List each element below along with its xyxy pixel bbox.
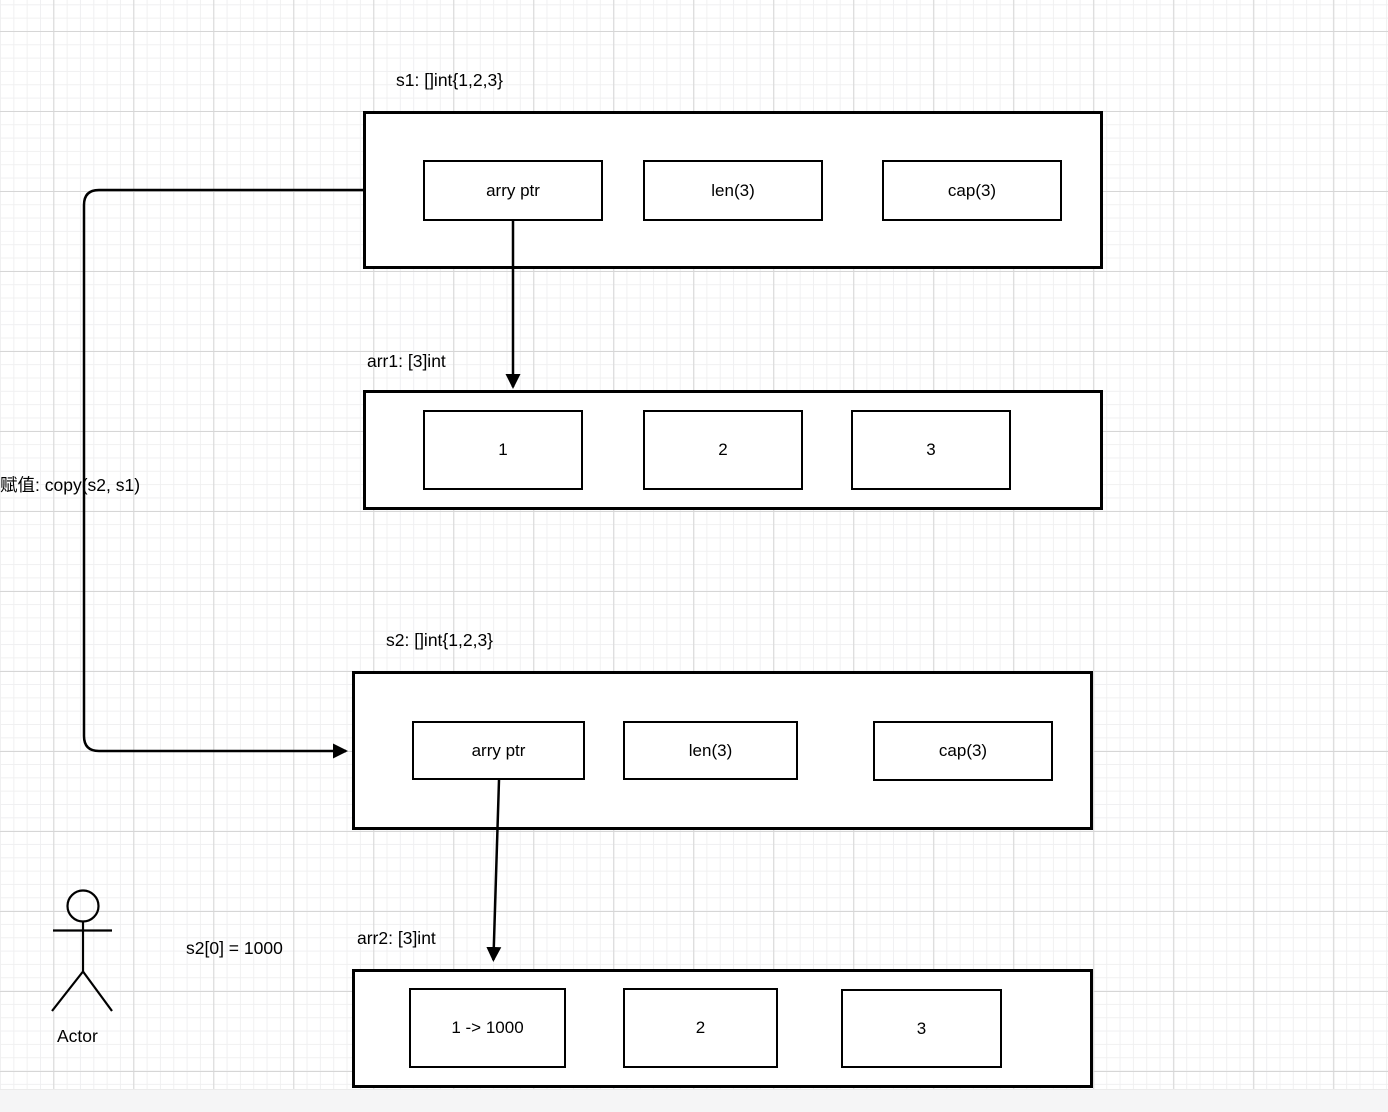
s1-cell-arry-ptr-text: arry ptr: [486, 180, 540, 200]
diagram-canvas[interactable]: s1: []int{1,2,3} arry ptr len(3) cap(3) …: [0, 0, 1388, 1089]
assign-note[interactable]: s2[0] = 1000: [186, 938, 283, 958]
arr2-label[interactable]: arr2: [3]int: [357, 928, 436, 948]
connector-copy-s1-to-s2[interactable]: [82, 188, 363, 759]
arr2-cell-1-text: 2: [695, 1018, 706, 1037]
arr1-cell-0[interactable]: 1: [423, 410, 583, 490]
s1-cell-len[interactable]: len(3): [643, 160, 823, 221]
s2-cell-arry-ptr-text: arry ptr: [471, 740, 526, 760]
s1-cell-cap[interactable]: cap(3): [882, 160, 1062, 221]
s1-label[interactable]: s1: []int{1,2,3}: [396, 70, 504, 90]
arr1-label[interactable]: arr1: [3]int: [367, 351, 446, 371]
s2-cell-len[interactable]: len(3): [623, 721, 798, 780]
copy-call-note[interactable]: 赋值: copy(s2, s1): [0, 475, 141, 495]
canvas-outside-area: [0, 1089, 1388, 1112]
s2-cell-len-text: len(3): [688, 740, 733, 760]
actor-label[interactable]: Actor: [57, 1026, 98, 1046]
arr2-cell-0[interactable]: 1 -> 1000: [409, 988, 566, 1068]
arr2-cell-0-text: 1 -> 1000: [451, 1018, 524, 1037]
s1-cell-len-text: len(3): [711, 180, 755, 200]
s1-cell-arry-ptr[interactable]: arry ptr: [423, 160, 603, 221]
arr1-cell-1-text: 2: [718, 440, 728, 459]
arr1-cell-0-text: 1: [498, 440, 508, 459]
s1-cell-cap-text: cap(3): [947, 180, 997, 200]
actor-figure[interactable]: [51, 889, 113, 1012]
arr1-cell-2-text: 3: [926, 440, 936, 459]
arr2-cell-2[interactable]: 3: [841, 989, 1002, 1068]
arr2-cell-1[interactable]: 2: [623, 988, 778, 1068]
s2-cell-arry-ptr[interactable]: arry ptr: [412, 721, 585, 780]
arr1-cell-1[interactable]: 2: [643, 410, 803, 490]
arr1-cell-2[interactable]: 3: [851, 410, 1011, 490]
arr2-cell-2-text: 3: [916, 1018, 927, 1038]
s2-cell-cap-text: cap(3): [938, 741, 988, 760]
actor-left-leg: [51, 970, 84, 1012]
s2-label[interactable]: s2: []int{1,2,3}: [386, 630, 494, 650]
actor-head: [66, 889, 100, 923]
actor-right-leg: [82, 970, 113, 1012]
s2-cell-cap[interactable]: cap(3): [873, 721, 1053, 781]
